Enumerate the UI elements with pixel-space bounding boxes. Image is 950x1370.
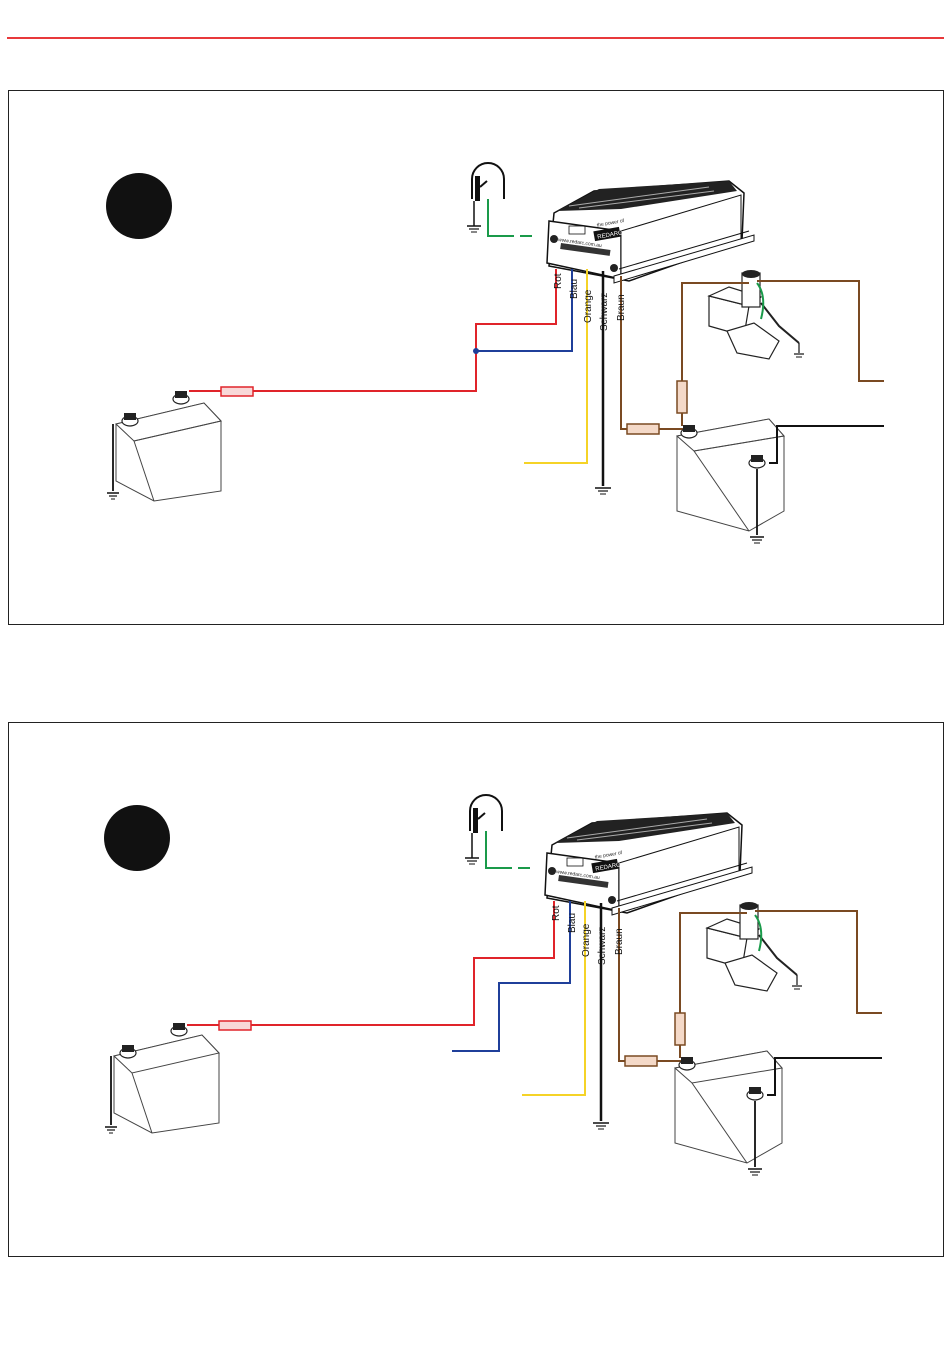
fuse-red	[221, 387, 253, 396]
ground-symbol-left	[107, 493, 119, 499]
fuse-brown	[625, 1056, 657, 1066]
wiring-diagram-1: REDARC the power of www.redarc.com.au Ro…	[9, 91, 945, 626]
wiring-diagram-panel-1: REDARC the power of www.redarc.com.au Ro…	[8, 90, 944, 625]
wire-blue	[452, 901, 570, 1051]
ground-symbol-left	[105, 1127, 117, 1133]
ground-symbol-right	[750, 537, 764, 543]
wire-label-brown: Braun	[616, 294, 627, 321]
wire-black-out	[769, 426, 884, 463]
wiring-diagram-panel-2: REDARC the power of www.redarc.com.au Ro…	[8, 722, 944, 1257]
wiring-diagram-2: REDARC the power of www.redarc.com.au Ro…	[9, 723, 945, 1258]
wire-brown-out	[755, 911, 882, 1013]
wire-brown-out	[757, 281, 884, 381]
ignition-switch-icon	[467, 163, 504, 232]
auxiliary-battery-icon	[675, 1051, 782, 1163]
wire-red	[257, 901, 554, 1025]
ground-symbol	[593, 1123, 609, 1129]
ground-symbol	[595, 488, 611, 494]
wire-label-red: Rot	[553, 273, 564, 289]
wire-label-black: Schwarz	[597, 927, 608, 965]
wire-label-orange: Orange	[583, 289, 594, 323]
fuse-red	[219, 1021, 251, 1030]
wire-label-brown: Braun	[614, 928, 625, 955]
step-number-circle	[106, 173, 172, 239]
fuse-brown-vertical	[675, 1013, 685, 1045]
start-battery-icon	[116, 391, 221, 501]
fuse-brown	[627, 424, 659, 434]
wire-label-orange: Orange	[581, 923, 592, 957]
dc-charger-unit: REDARC the power of www.redarc.com.au	[547, 181, 754, 283]
wire-label-red: Rot	[551, 905, 562, 921]
wire-green	[486, 831, 512, 868]
auxiliary-battery-icon	[677, 419, 784, 531]
dc-charger-unit: REDARC the power of www.redarc.com.au	[545, 813, 752, 915]
isolator-relay-icon	[707, 902, 802, 991]
step-number-circle	[104, 805, 170, 871]
wire-junction	[473, 348, 479, 354]
wire-label-blue: Blau	[567, 913, 578, 933]
start-battery-icon	[114, 1023, 219, 1133]
wire-label-black: Schwarz	[599, 293, 610, 331]
ground-symbol-right	[748, 1169, 762, 1175]
wire-green	[488, 199, 514, 236]
top-rule	[7, 37, 944, 39]
ignition-switch-icon	[465, 795, 502, 864]
wire-red	[259, 269, 556, 391]
wire-label-blue: Blau	[569, 279, 580, 299]
wire-black-out	[767, 1058, 882, 1095]
fuse-brown-vertical	[677, 381, 687, 413]
